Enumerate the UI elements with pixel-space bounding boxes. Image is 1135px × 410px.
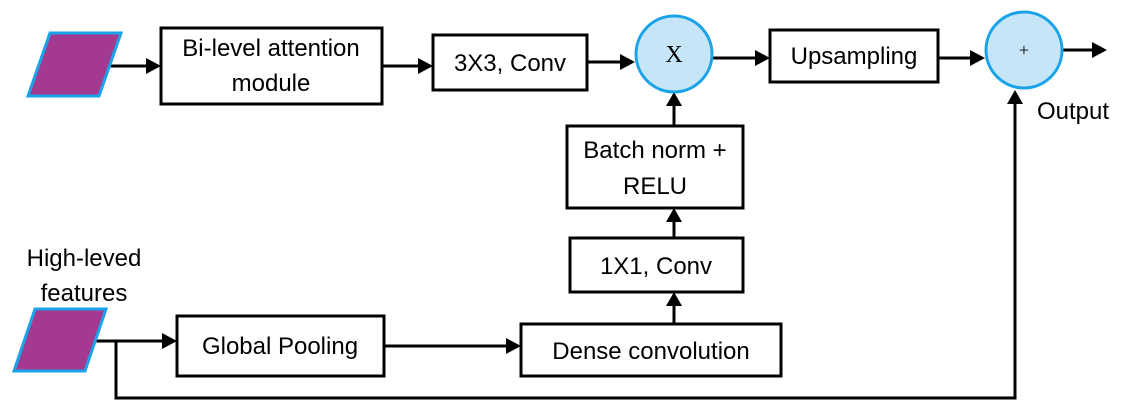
edges — [93, 42, 1107, 400]
global-pooling-box — [175, 314, 386, 378]
arrowhead — [755, 50, 770, 66]
conv1x1-label: 1X1, Conv — [600, 253, 712, 280]
multiply-symbol: X — [665, 42, 682, 68]
arrowhead — [506, 338, 521, 354]
arrowhead — [1092, 42, 1107, 58]
add-symbol: + — [1019, 40, 1029, 60]
batch-norm-relu-label-line1: Batch norm + — [583, 137, 726, 164]
arrowhead — [620, 54, 635, 70]
bi-level-attention-label-line2: module — [232, 70, 311, 97]
upsampling-label: Upsampling — [791, 43, 918, 70]
add-operator — [984, 10, 1064, 90]
batch-norm-relu-label-line2: RELU — [623, 173, 687, 200]
output-label: Output — [1037, 98, 1109, 125]
arrowhead — [666, 208, 682, 222]
batch-norm-relu-box — [565, 124, 745, 210]
bi-level-attention-label-line1: Bi-level attention — [182, 35, 359, 62]
edge-skip-to-add — [114, 104, 1017, 400]
conv3x3-label: 3X3, Conv — [454, 50, 566, 77]
bi-level-attention-box — [159, 26, 384, 106]
arrowhead — [666, 92, 682, 106]
high-leved-features-label-line2: features — [41, 280, 128, 307]
multiply-operator — [634, 14, 714, 94]
arrowhead — [1007, 90, 1023, 104]
top-input-shape — [25, 31, 124, 98]
conv1x1-box — [568, 236, 745, 294]
arrowhead — [418, 58, 433, 74]
dense-convolution-label: Dense convolution — [552, 338, 749, 365]
global-pooling-label: Global Pooling — [202, 333, 358, 360]
upsampling-box — [768, 28, 940, 84]
bottom-input-shape — [11, 307, 109, 373]
high-leved-features-label-line1: High-leved — [27, 245, 142, 272]
conv3x3-box — [431, 33, 589, 92]
arrowhead — [162, 333, 177, 349]
arrowhead — [970, 50, 985, 66]
arrowhead — [146, 58, 161, 74]
arrowhead — [666, 292, 682, 306]
dense-convolution-box — [519, 322, 783, 378]
